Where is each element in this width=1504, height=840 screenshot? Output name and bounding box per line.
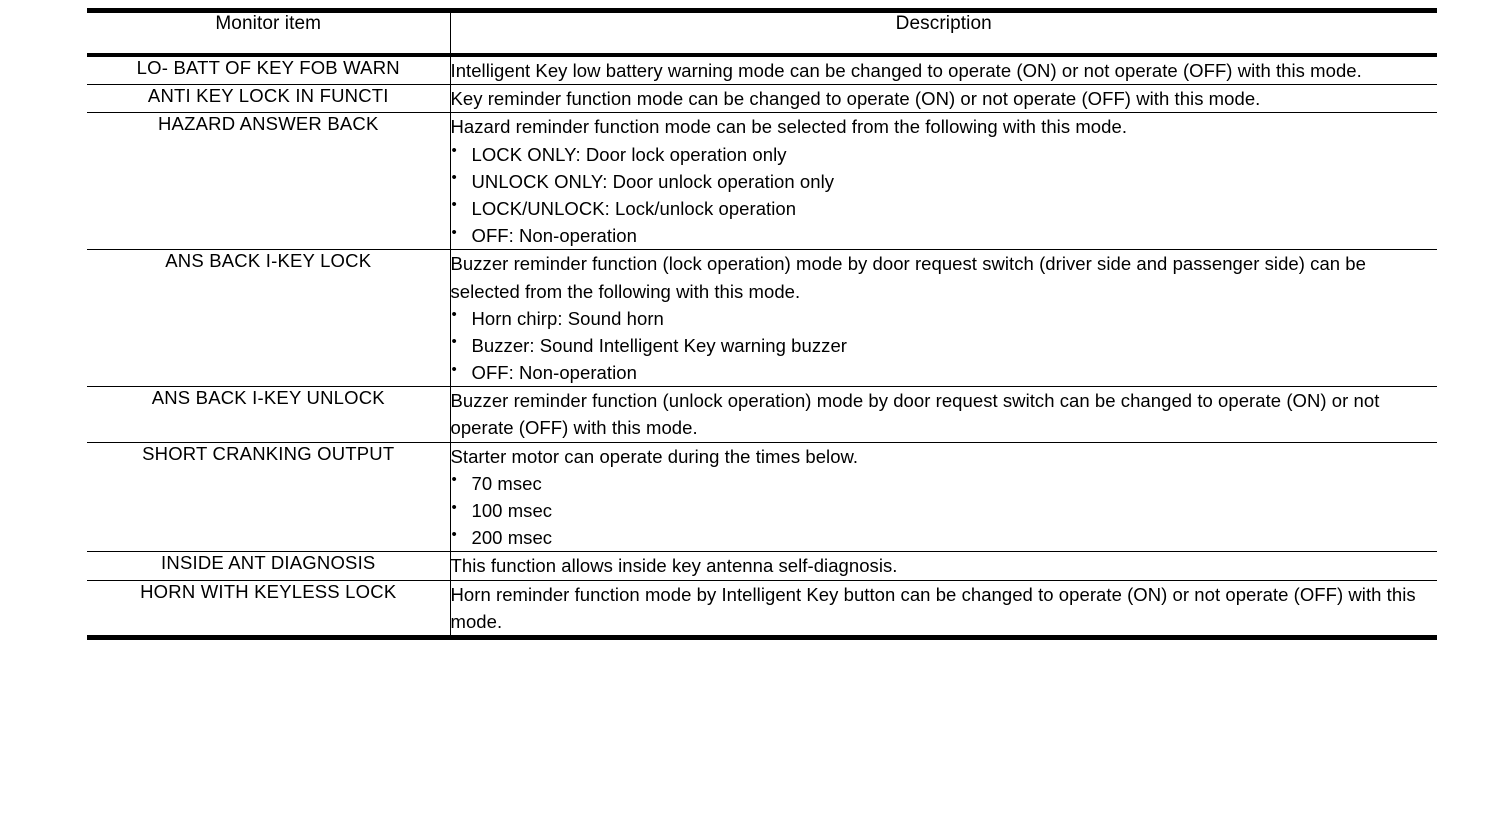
- list-item: 70 msec: [451, 469, 1438, 497]
- monitor-item-cell: LO- BATT OF KEY FOB WARN: [87, 55, 451, 86]
- monitor-item-cell: ANS BACK I-KEY LOCK: [87, 249, 451, 388]
- description-cell: This function allows inside key antenna …: [450, 551, 1437, 581]
- description-cell: Intelligent Key low battery warning mode…: [450, 55, 1437, 86]
- monitor-item-description-table: Monitor item Description LO- BATT OF KEY…: [87, 8, 1437, 640]
- list-item: 200 msec: [451, 524, 1438, 551]
- list-item: 100 msec: [451, 496, 1438, 524]
- description-text: Buzzer reminder function (lock operation…: [450, 253, 1366, 302]
- monitor-item-cell: ANS BACK I-KEY UNLOCK: [87, 386, 451, 443]
- monitor-item-cell: SHORT CRANKING OUTPUT: [87, 442, 451, 553]
- description-cell: Horn reminder function mode by Intellige…: [450, 580, 1437, 640]
- description-bullet-list: Horn chirp: Sound hornBuzzer: Sound Inte…: [451, 304, 1438, 387]
- list-item: UNLOCK ONLY: Door unlock operation only: [451, 167, 1438, 195]
- description-text: Buzzer reminder function (unlock operati…: [450, 390, 1380, 439]
- description-bullet-list: LOCK ONLY: Door lock operation onlyUNLOC…: [451, 140, 1438, 250]
- list-item: LOCK ONLY: Door lock operation only: [451, 140, 1438, 168]
- list-item: OFF: Non-operation: [451, 222, 1438, 249]
- description-text: Hazard reminder function mode can be sel…: [450, 116, 1128, 138]
- monitor-item-cell: INSIDE ANT DIAGNOSIS: [87, 551, 451, 581]
- description-cell: Hazard reminder function mode can be sel…: [450, 112, 1438, 251]
- description-text: Starter motor can operate during the tim…: [450, 445, 859, 467]
- description-bullet-list: 70 msec100 msec200 msec: [451, 469, 1438, 552]
- description-text: Key reminder function mode can be change…: [450, 88, 1261, 110]
- description-text: Intelligent Key low battery warning mode…: [450, 60, 1362, 81]
- description-text: This function allows inside key antenna …: [450, 555, 898, 577]
- description-cell: Buzzer reminder function (unlock operati…: [450, 386, 1437, 443]
- monitor-item-cell: ANTI KEY LOCK IN FUNCTI: [87, 84, 451, 114]
- column-header-description: Description: [450, 8, 1437, 57]
- monitor-item-cell: HORN WITH KEYLESS LOCK: [87, 580, 451, 640]
- list-item: Buzzer: Sound Intelligent Key warning bu…: [451, 331, 1438, 359]
- description-cell: Buzzer reminder function (lock operation…: [450, 249, 1438, 388]
- description-text: Horn reminder function mode by Intellige…: [450, 583, 1416, 632]
- description-cell: Starter motor can operate during the tim…: [450, 442, 1438, 553]
- column-header-monitor-item: Monitor item: [87, 8, 451, 57]
- list-item: OFF: Non-operation: [451, 359, 1438, 386]
- monitor-item-cell: HAZARD ANSWER BACK: [87, 112, 451, 251]
- list-item: LOCK/UNLOCK: Lock/unlock operation: [451, 194, 1438, 222]
- table-header-row: Monitor item Description: [87, 8, 1437, 57]
- list-item: Horn chirp: Sound horn: [451, 304, 1438, 332]
- description-cell: Key reminder function mode can be change…: [450, 84, 1437, 114]
- table-header: Monitor item Description: [87, 8, 1437, 57]
